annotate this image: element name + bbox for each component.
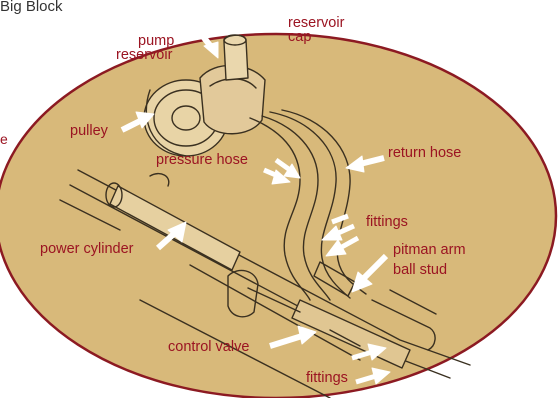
label-fittings-upper: fittings: [366, 215, 408, 229]
label-fittings-lower: fittings: [306, 371, 348, 385]
label-pressure-hose: pressure hose: [156, 153, 248, 167]
label-pump-reservoir-line2: reservoir: [116, 48, 174, 62]
label-ball-stud-line2: ball stud: [393, 263, 466, 277]
arrow-reservoir-cap: [246, 12, 282, 32]
label-reservoir-cap-line2: cap: [288, 30, 344, 44]
label-return-hose: return hose: [388, 146, 461, 160]
label-pump-reservoir-line1: pump: [116, 34, 174, 48]
label-reservoir-cap: reservoir cap: [288, 16, 344, 44]
label-control-valve: control valve: [168, 340, 249, 354]
label-pitman-arm-ball-stud: pitman arm ball stud: [393, 243, 466, 277]
label-pump-reservoir: pump reservoir: [116, 34, 174, 62]
label-reservoir-cap-line1: reservoir: [288, 16, 344, 30]
label-pitman-arm-line1: pitman arm: [393, 243, 466, 257]
label-power-cylinder: power cylinder: [40, 242, 134, 256]
label-pulley: pulley: [70, 124, 108, 138]
